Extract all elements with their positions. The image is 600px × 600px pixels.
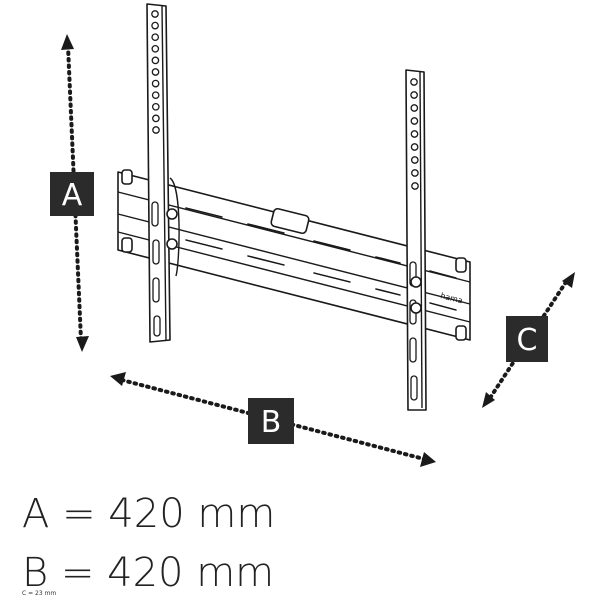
mounting-hole: [151, 10, 159, 18]
mounting-hole: [151, 91, 160, 100]
mounting-hole: [152, 126, 160, 134]
right-arm-holes: [410, 78, 419, 190]
left-arm-holes: [151, 10, 160, 134]
measurement-a: A = 420 mm: [22, 491, 276, 537]
measurement-b: B = 420 mm: [22, 550, 275, 596]
left-vertical-arm: [146, 3, 180, 343]
mounting-hole: [152, 114, 160, 123]
spirit-level: [270, 207, 310, 235]
mounting-hole: [151, 21, 159, 30]
dimension-b: B: [110, 372, 436, 467]
mounting-hole: [410, 156, 419, 164]
label-box-b: [248, 398, 294, 444]
label-b: B: [261, 405, 282, 440]
label-box-c: [506, 316, 548, 362]
mounting-hole: [411, 169, 419, 177]
label-box-a: [50, 172, 94, 216]
mounting-hole: [151, 33, 160, 42]
wall-plate: hama: [117, 169, 471, 341]
wall-plate-slots: [185, 207, 457, 311]
mounting-hole: [410, 78, 418, 86]
mounting-hole: [151, 79, 160, 88]
mounting-hole: [151, 56, 160, 65]
dimension-a: A: [50, 34, 94, 352]
mounting-hole: [410, 130, 419, 138]
mounting-hole: [410, 143, 419, 151]
mounting-hole: [410, 91, 418, 99]
dimension-c: C: [482, 272, 575, 408]
label-a: A: [62, 178, 83, 213]
mounting-hole: [410, 117, 419, 125]
mounting-hole: [151, 102, 160, 111]
mounting-hole: [410, 104, 419, 112]
mounting-hole: [411, 182, 419, 190]
right-vertical-arm: [405, 69, 427, 411]
mounting-hole: [151, 68, 160, 76]
footnote-c: C = 23 mm: [22, 590, 57, 597]
label-c: C: [517, 323, 538, 358]
mounting-hole: [151, 44, 160, 53]
